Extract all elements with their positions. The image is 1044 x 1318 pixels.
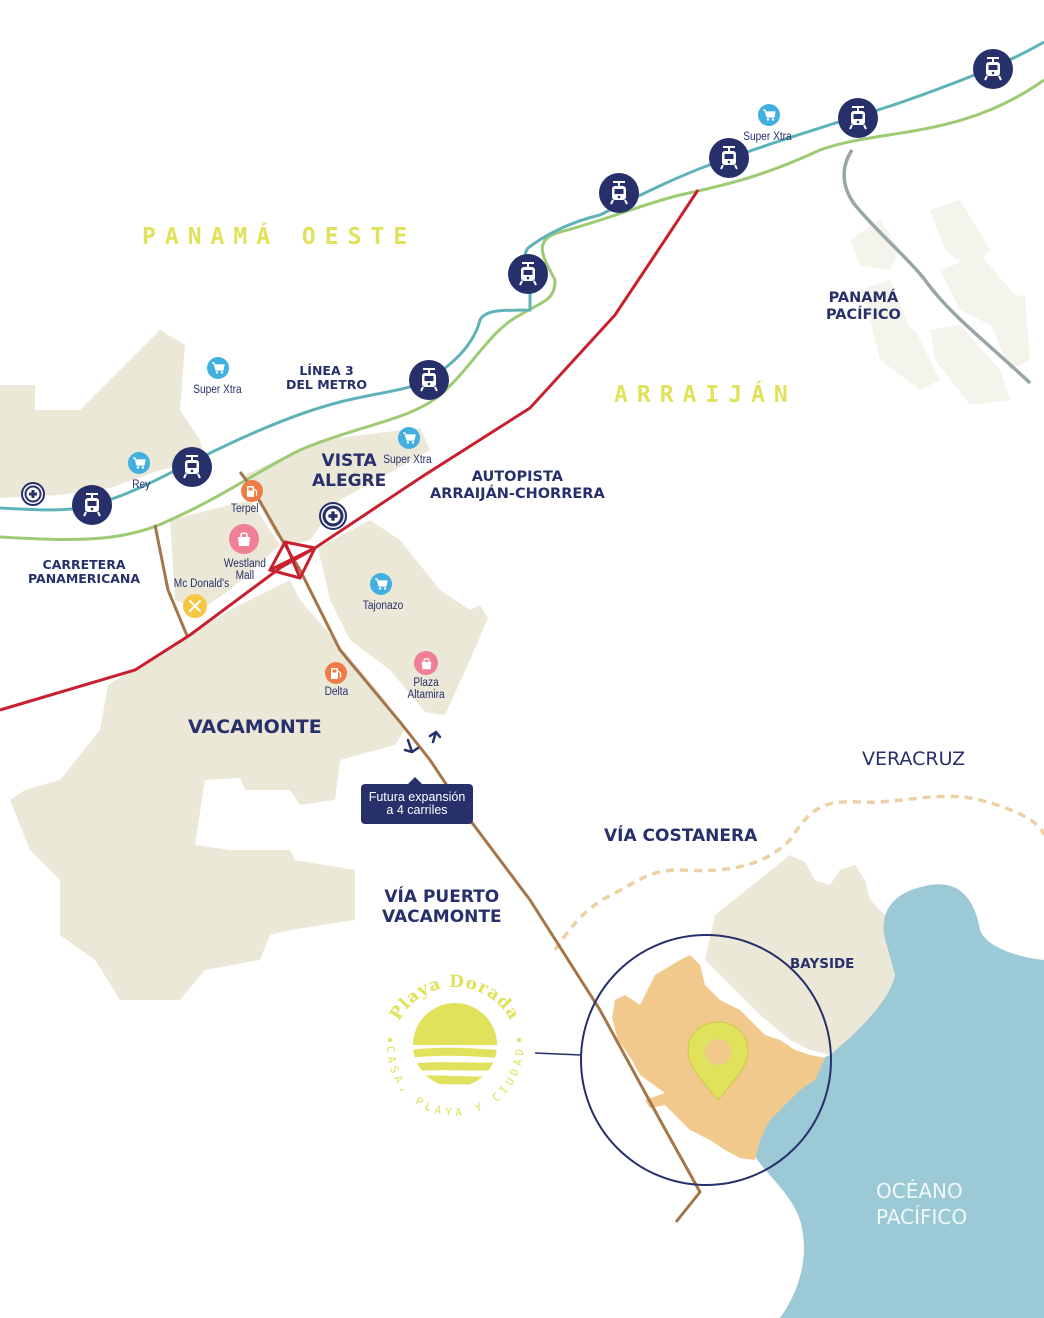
poi-super-xtra-left: Super Xtra [193,384,242,396]
road-via-costanera: VÍA COSTANERA [604,826,758,846]
area-panama-pacifico: PANAMÁ PACÍFICO [826,290,901,323]
logo-leader-line [534,1052,582,1056]
location-pin-icon [687,1021,749,1101]
gas-station-icon[interactable] [325,662,347,684]
region-panama-oeste: PANAMÁ OESTE [142,224,417,250]
hospital-icon[interactable] [319,502,347,530]
focus-circle [580,934,832,1186]
road-via-puerto: VÍA PUERTO VACAMONTE [382,887,502,927]
autopista-line [0,189,700,712]
metro-station-icon[interactable] [172,447,212,487]
poi-rey: Rey [132,479,151,491]
metro-station-icon[interactable] [838,98,878,138]
road-linea3: LÍNEA 3 DEL METRO [286,363,367,393]
shopping-cart-icon[interactable] [128,452,150,474]
metro-station-icon[interactable] [72,485,112,525]
land-areas [0,330,900,1055]
road-autopista: AUTOPISTA ARRAIJÁN-CHORRERA [430,469,605,502]
metro-station-icon[interactable] [508,254,548,294]
shopping-cart-icon[interactable] [207,357,229,379]
shopping-cart-icon[interactable] [758,104,780,126]
hospital-icon[interactable] [21,482,45,506]
poi-super-xtra-top: Super Xtra [743,131,792,143]
area-vista-alegre: VISTA ALEGRE [312,451,387,491]
expansion-callout: Futura expansión a 4 carriles [361,777,473,824]
playa-dorada-logo: Playa Dorada CASA, PLAYA Y CIUDAD [384,972,523,1119]
restaurant-icon[interactable] [183,594,207,618]
metro-station-icon[interactable] [709,138,749,178]
road-panamericana: CARRETERA PANAMERICANA [28,557,141,587]
area-vacamonte: VACAMONTE [188,716,322,738]
via-costanera-line [553,794,1044,951]
poi-terpel: Terpel [230,503,259,515]
poi-westland-mall: Westland Mall [223,558,266,582]
poi-tajonazo: Tajonazo [362,600,404,612]
interchange [267,540,318,580]
poi-plaza-altamira: Plaza Altamira [407,677,445,701]
poi-delta: Delta [324,686,349,698]
metro-station-icon[interactable] [973,49,1013,89]
gas-station-icon[interactable] [241,480,263,502]
area-bayside: BAYSIDE [790,956,855,972]
panama-pacifico-road [842,149,1032,385]
shopping-bag-icon[interactable] [414,651,438,675]
region-arraijan: ARRAIJÁN [614,382,797,408]
poi-mcdonalds: Mc Donald's [173,578,230,590]
ocean [750,884,1044,1318]
area-oceano-pacifico: OCÉANO PACÍFICO [876,1179,968,1229]
metro-station-icon[interactable] [409,360,449,400]
shopping-bag-icon[interactable] [229,524,259,554]
poi-super-xtra-vista: Super Xtra [383,454,432,466]
direction-arrows [403,730,442,754]
panama-pacifico-blocks [850,200,1030,405]
metro-station-icon[interactable] [599,173,639,213]
panamericana-line [0,78,1044,542]
shopping-cart-icon[interactable] [370,573,392,595]
shopping-cart-icon[interactable] [398,427,420,449]
area-veracruz: VERACRUZ [862,748,966,770]
